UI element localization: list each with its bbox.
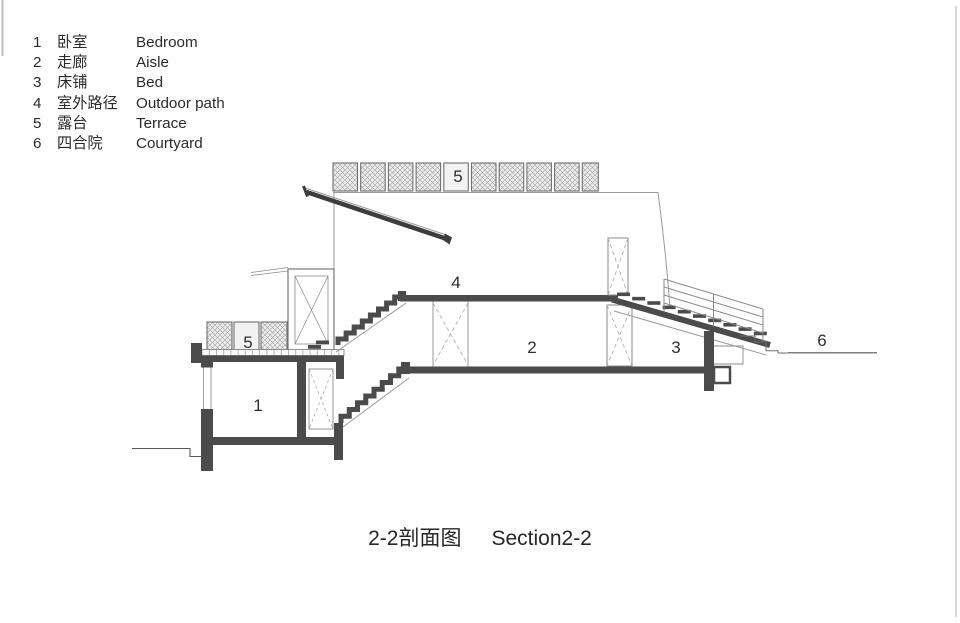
- terrace-door: [250, 267, 335, 352]
- label-aisle: 2: [527, 338, 537, 357]
- walkway-slab: [398, 291, 618, 302]
- legend-number: 5: [33, 114, 42, 132]
- lower-terrace-slab: [191, 343, 345, 379]
- legend-label-en: Outdoor path: [136, 94, 225, 112]
- lower-terrace-guardrail: [206, 321, 288, 351]
- label-terrace-lower: 5: [243, 333, 253, 352]
- legend-number: 6: [33, 135, 42, 153]
- legend-label-zh: 床铺: [57, 74, 88, 92]
- east-stair: [611, 278, 788, 365]
- legend-label-en: Courtyard: [136, 135, 203, 153]
- legend-label-en: Bedroom: [136, 34, 198, 51]
- drawing-title-zh: 2-2剖面图: [368, 527, 462, 550]
- legend-label-zh: 露台: [57, 114, 88, 132]
- label-bed: 3: [671, 338, 681, 357]
- legend-row-aisle: 2 走廊 Aisle: [33, 53, 225, 73]
- legend-row-bed: 3 床铺 Bed: [33, 73, 225, 93]
- bedroom-door: [308, 368, 334, 430]
- label-terrace-upper: 5: [453, 167, 463, 186]
- drawing-title-en: Section2-2: [491, 527, 592, 550]
- legend-number: 4: [33, 94, 42, 112]
- legend-row-terrace: 5 露台 Terrace: [33, 114, 225, 134]
- aisle-floor-slab: [401, 362, 713, 374]
- legend-label-zh: 四合院: [57, 135, 103, 153]
- legend-label-en: Terrace: [136, 114, 187, 132]
- legend-label-zh: 室外路径: [57, 94, 118, 112]
- legend: 1 卧室 Bedroom 2 走廊 Aisle 3 床铺 Bed 4 室外路径 …: [33, 33, 225, 154]
- label-outdoor-path: 4: [451, 273, 461, 292]
- legend-row-bedroom: 1 卧室 Bedroom: [33, 33, 225, 53]
- legend-number: 2: [33, 54, 42, 72]
- upper-column: [607, 237, 629, 296]
- legend-label-en: Aisle: [136, 54, 169, 72]
- legend-number: 3: [33, 74, 42, 92]
- bedroom-walls: [132, 362, 341, 471]
- legend-number: 1: [33, 34, 42, 51]
- legend-row-outdoor-path: 4 室外路径 Outdoor path: [33, 94, 225, 114]
- lower-column: [606, 304, 633, 367]
- stair-lower-flight: [334, 366, 410, 460]
- legend-label-en: Bed: [136, 74, 164, 92]
- aisle-column: [432, 301, 469, 367]
- legend-label-zh: 走廊: [57, 54, 88, 72]
- upper-terrace-guardrail: [332, 162, 599, 192]
- legend-label-zh: 卧室: [57, 34, 88, 51]
- legend-row-courtyard: 6 四合院 Courtyard: [33, 134, 225, 154]
- drawing-title: 2-2剖面图 Section2-2: [0, 522, 960, 552]
- stair-railing: [663, 278, 764, 342]
- label-bedroom: 1: [253, 396, 263, 415]
- stair-upper-flight: [308, 294, 407, 353]
- roof-beam: [302, 185, 452, 245]
- east-wall-and-footing: [704, 331, 732, 391]
- label-courtyard: 6: [817, 331, 827, 350]
